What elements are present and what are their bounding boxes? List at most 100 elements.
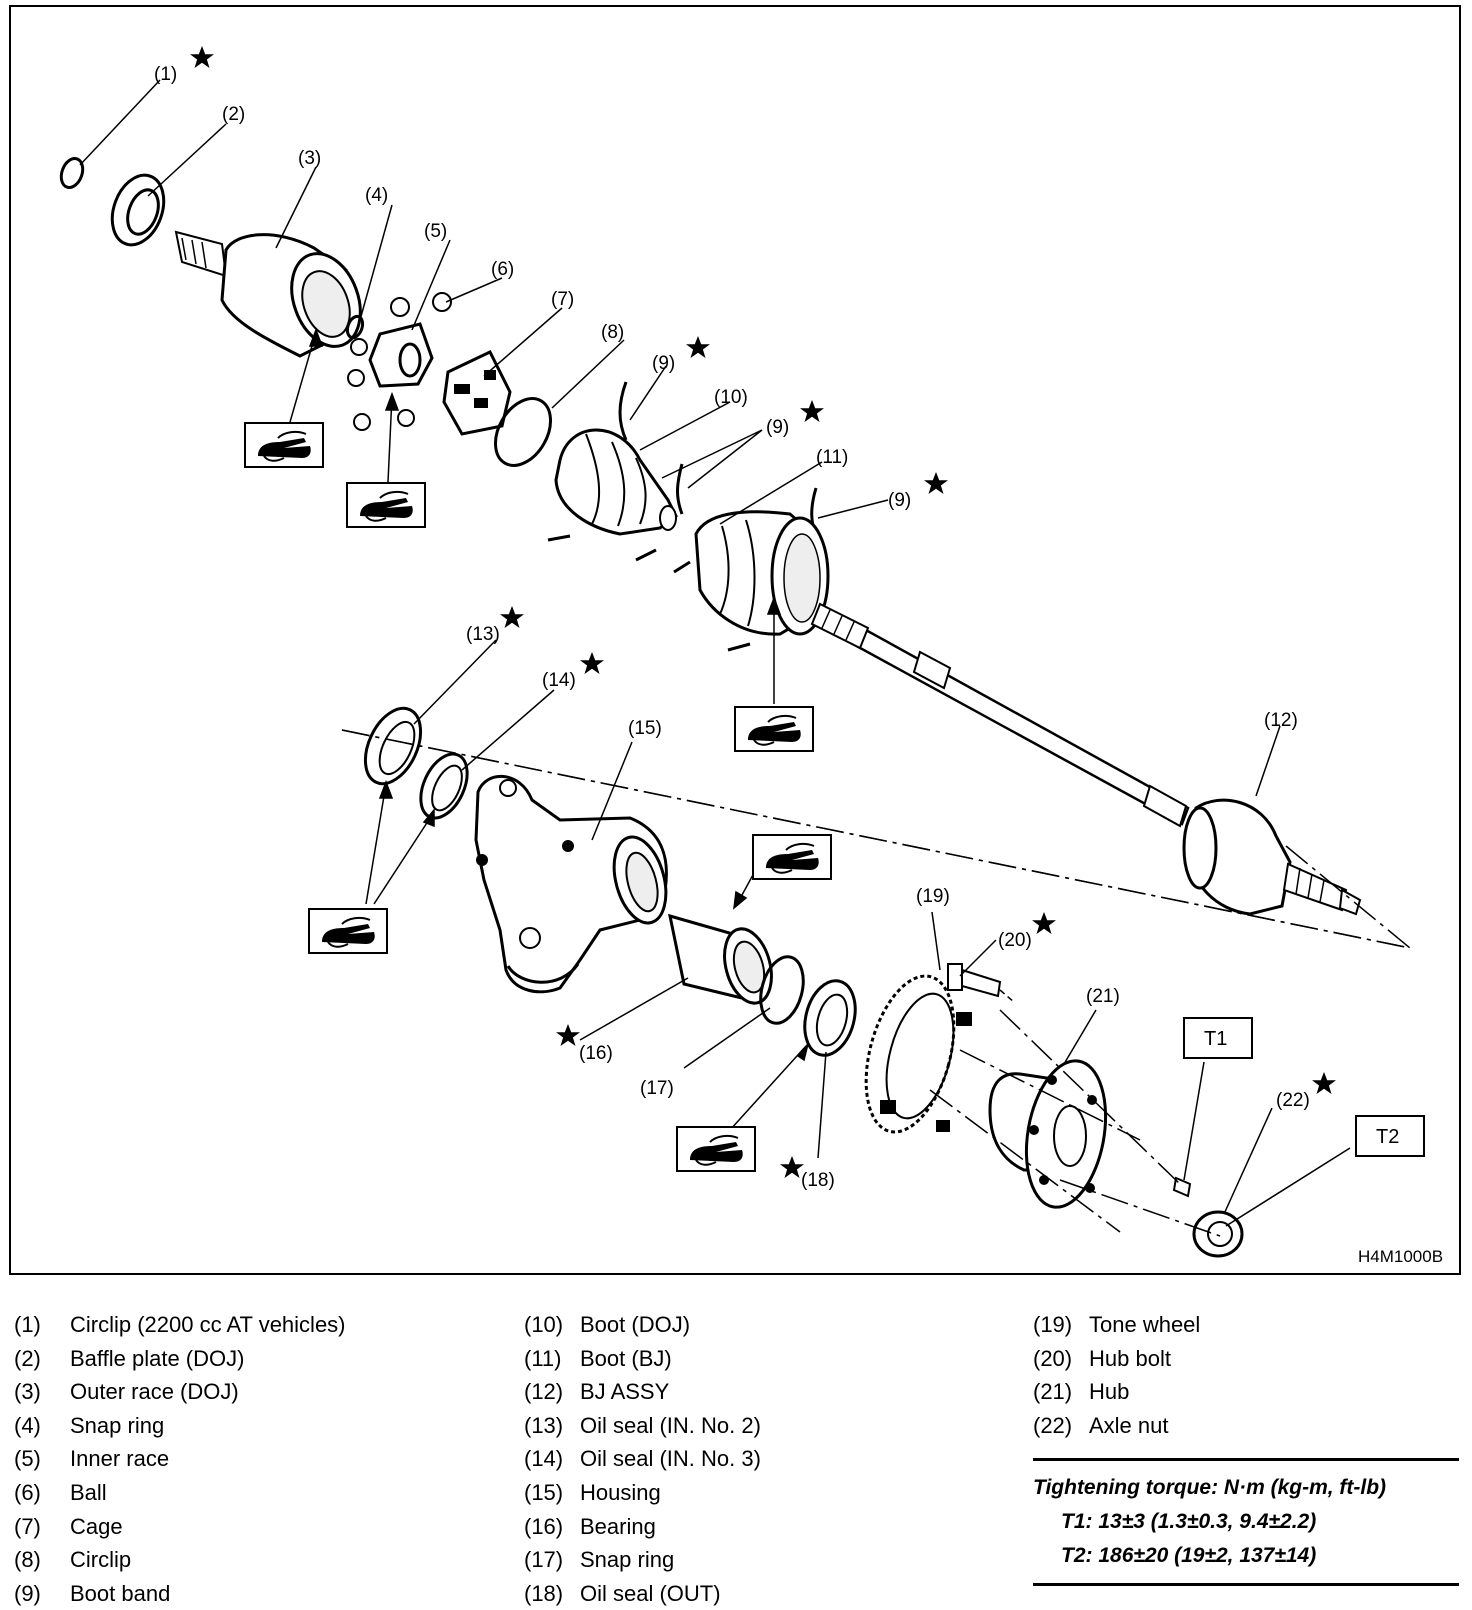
bearing-16	[668, 913, 773, 1005]
callout-9-b: (9)	[766, 417, 789, 438]
callout-18: (18)	[801, 1170, 835, 1191]
legend-item: (2)Baffle plate (DOJ)	[14, 1345, 245, 1371]
legend-item: (19)Tone wheel	[1033, 1312, 1201, 1337]
star-icon	[1032, 912, 1056, 934]
grease-leaders	[289, 327, 809, 1131]
callout-9-a: (9)	[652, 353, 675, 374]
callout-9-c: (9)	[888, 490, 911, 511]
callout-13: (13)	[466, 624, 500, 645]
circlip-1	[59, 156, 85, 190]
legend-item: (13)Oil seal (IN. No. 2)	[524, 1412, 761, 1438]
star-icon	[800, 400, 824, 422]
snap-ring-4	[345, 314, 365, 340]
grease-icon	[346, 482, 426, 528]
callout-8: (8)	[601, 322, 624, 343]
callout-10: (10)	[714, 387, 748, 408]
legend-item: (22)Axle nut	[1033, 1412, 1169, 1438]
legend-item: (21)Hub	[1033, 1379, 1130, 1405]
callout-22: (22)	[1276, 1090, 1310, 1111]
callout-19: (19)	[916, 886, 950, 907]
boot-bj-11	[694, 510, 830, 636]
legend-column-1: (1)Circlip (2200 cc AT vehicles) (2)Baff…	[14, 1308, 346, 1610]
torque-box-t2: T2	[1355, 1115, 1425, 1157]
star-icon	[1312, 1072, 1336, 1094]
circlip-8	[494, 397, 552, 467]
leader-lines	[79, 79, 1351, 1227]
legend-item: (4)Snap ring	[14, 1412, 165, 1438]
callout-17: (17)	[640, 1078, 674, 1099]
bj-assy-12	[1182, 798, 1362, 916]
grease-icon	[308, 908, 388, 954]
callout-12: (12)	[1264, 710, 1298, 731]
legend-item: (15)Housing	[524, 1479, 661, 1505]
housing-15	[474, 775, 668, 994]
callout-21: (21)	[1086, 986, 1120, 1007]
callout-3: (3)	[298, 148, 321, 169]
exploded-view-diagram: (1) (2) (3) (4) (5) (6) (7) (8) (9) (9) …	[59, 46, 1443, 1266]
svg-text:T1: T1	[1204, 1028, 1227, 1050]
axle-nut-22	[1192, 1210, 1244, 1258]
legend-item: (12)BJ ASSY	[524, 1379, 670, 1405]
legend-item: (9)Boot band	[14, 1580, 171, 1606]
oil-seal-13	[363, 706, 423, 786]
shaft-12	[810, 602, 1190, 828]
callout-16: (16)	[579, 1043, 613, 1064]
legend-item: (5)Inner race	[14, 1446, 170, 1472]
snap-ring-17	[759, 955, 805, 1025]
grease-icon	[752, 834, 832, 880]
legend-item: (3)Outer race (DOJ)	[14, 1379, 239, 1405]
legend-item: (20)Hub bolt	[1033, 1345, 1171, 1371]
torque-title: Tightening torque: N·m (kg-m, ft-lb)	[1033, 1476, 1387, 1499]
tone-wheel-19	[864, 974, 972, 1134]
callout-20: (20)	[998, 930, 1032, 951]
star-icon	[686, 336, 710, 358]
callout-4: (4)	[365, 185, 388, 206]
figure-code: H4M1000B	[1358, 1247, 1443, 1266]
star-icon	[556, 1024, 580, 1046]
grease-icon	[734, 706, 814, 752]
callout-15: (15)	[628, 718, 662, 739]
legend-item: (7)Cage	[14, 1513, 123, 1539]
torque-box-t1: T1	[1183, 1017, 1253, 1059]
tightening-torque-table: Tightening torque: N·m (kg-m, ft-lb) T1:…	[1033, 1458, 1459, 1586]
grease-icon	[244, 422, 324, 468]
legend-item: (10)Boot (DOJ)	[524, 1312, 691, 1337]
grease-icon	[676, 1126, 756, 1172]
callout-14: (14)	[542, 670, 576, 691]
star-icon	[580, 652, 604, 674]
legend-column-3: (19)Tone wheel (20)Hub bolt (21)Hub (22)…	[1033, 1308, 1200, 1442]
star-icon	[190, 46, 214, 68]
callout-1: (1)	[154, 64, 177, 85]
callout-2: (2)	[222, 104, 245, 125]
star-icon	[500, 606, 524, 628]
cage-7	[442, 350, 512, 436]
legend-column-2: (10)Boot (DOJ) (11)Boot (BJ) (12)BJ ASSY…	[524, 1308, 761, 1610]
hub-bolt-20	[947, 963, 1015, 1003]
legend-item: (16)Bearing	[524, 1513, 656, 1539]
callout-7: (7)	[551, 289, 574, 310]
callout-5: (5)	[424, 221, 447, 242]
legend-item: (17)Snap ring	[524, 1547, 675, 1573]
svg-text:T2: T2	[1376, 1126, 1399, 1148]
alignment-lines	[341, 729, 1411, 1237]
hub-21	[988, 1059, 1108, 1209]
legend-item: (8)Circlip	[14, 1547, 132, 1573]
boot-doj-10	[554, 428, 678, 536]
callout-6: (6)	[491, 259, 514, 280]
legend-item: (6)Ball	[14, 1479, 107, 1505]
star-icon	[924, 472, 948, 494]
balls-6	[347, 292, 452, 431]
baffle-plate-2	[110, 173, 166, 247]
torque-t2: T2: 186±20 (19±2, 137±14)	[1061, 1544, 1317, 1567]
legend-item: (1)Circlip (2200 cc AT vehicles)	[14, 1312, 346, 1337]
torque-t1: T1: 13±3 (1.3±0.3, 9.4±2.2)	[1061, 1510, 1317, 1533]
legend-item: (11)Boot (BJ)	[524, 1345, 672, 1371]
legend-item: (14)Oil seal (IN. No. 3)	[524, 1446, 761, 1472]
diagram-frame	[9, 5, 1461, 1275]
legend-item: (18)Oil seal (OUT)	[524, 1580, 721, 1606]
oil-seal-14	[419, 752, 469, 820]
outer-race-3	[174, 230, 362, 358]
callout-labels: (1) (2) (3) (4) (5) (6) (7) (8) (9) (9) …	[154, 64, 1310, 1191]
callout-11: (11)	[816, 447, 848, 468]
oil-seal-18	[803, 979, 857, 1057]
